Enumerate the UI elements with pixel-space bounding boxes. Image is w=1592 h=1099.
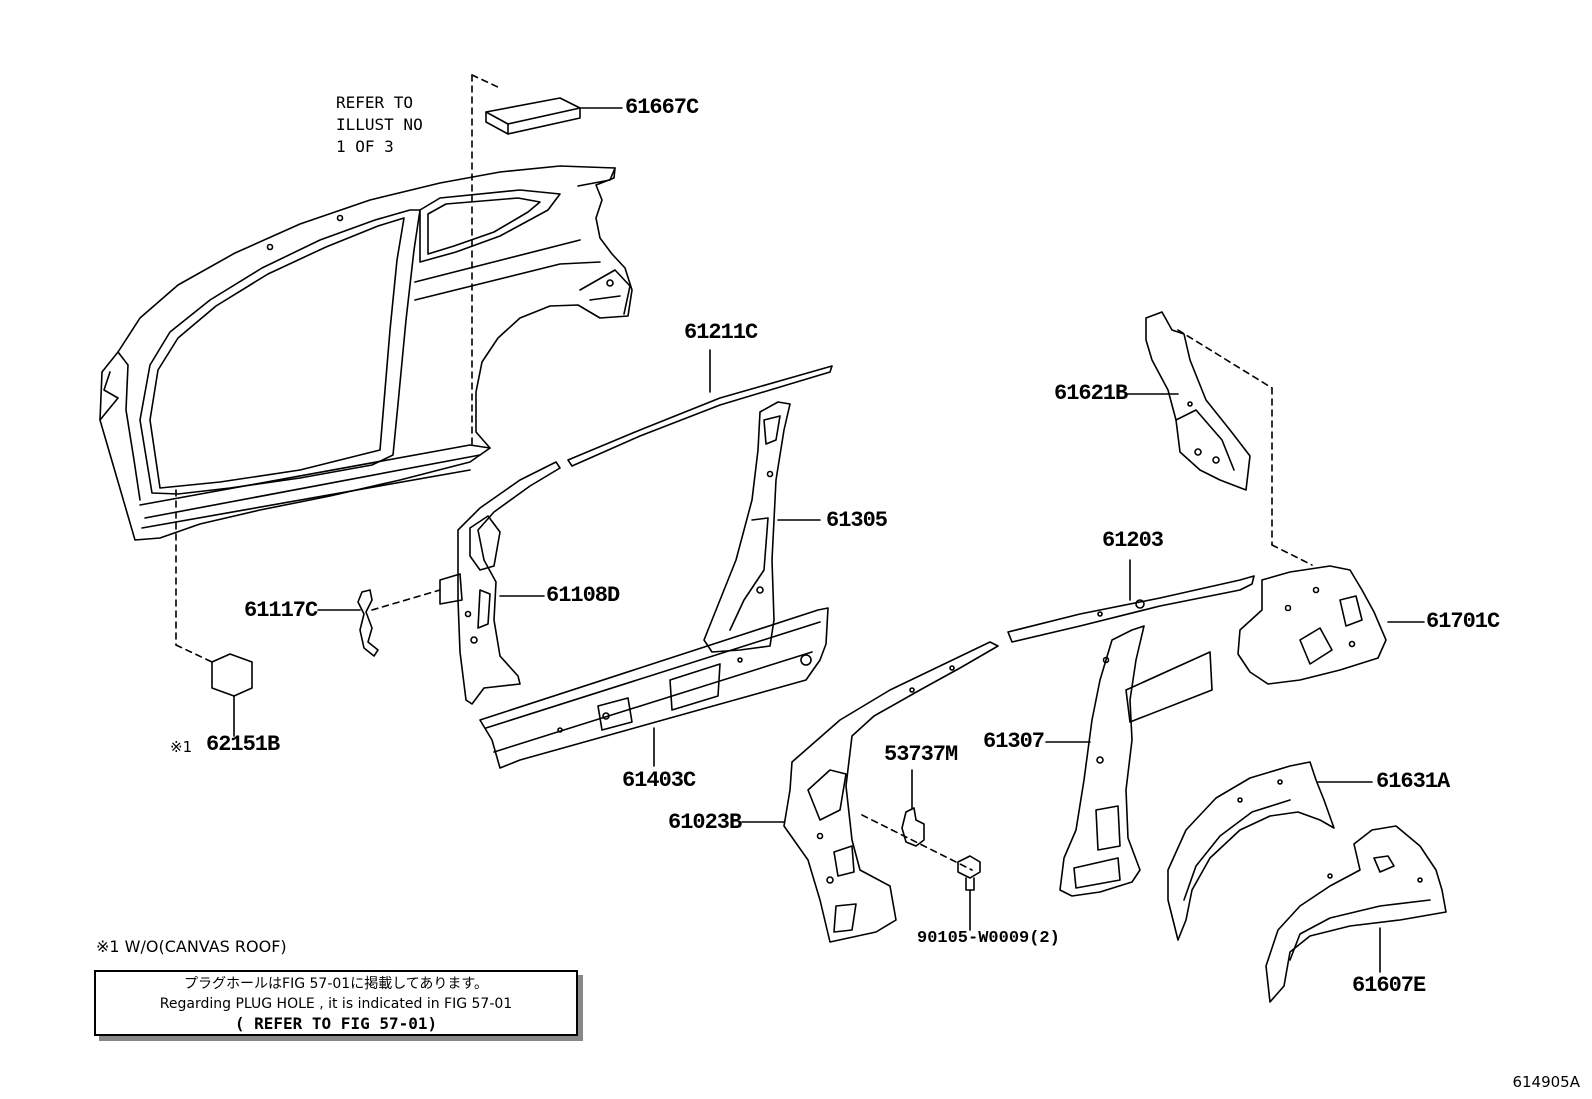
part-61631A-wheelhouse — [1167, 761, 1373, 941]
part-53737M-bracket — [901, 769, 925, 847]
part-61607E-wheelhouse-inner — [1265, 825, 1447, 1003]
figure-number: 614905A — [1512, 1073, 1580, 1091]
part-61667C-pad — [485, 97, 623, 135]
part-label-61667C: 61667C — [625, 95, 699, 120]
part-61211C-roof-rail — [567, 349, 833, 467]
part-61621B-bracket — [1125, 311, 1251, 491]
plug-hole-note-box: プラグホールはFIG 57-01に掲載してあります。 Regarding PLU… — [94, 970, 578, 1036]
part-label-61631A: 61631A — [1376, 769, 1450, 794]
part-label-53737M: 53737M — [884, 742, 958, 767]
note-line-japanese: プラグホールはFIG 57-01に掲載してあります。 — [184, 976, 488, 992]
part-label-61203: 61203 — [1102, 528, 1164, 553]
part-label-61621B: 61621B — [1054, 381, 1128, 406]
note-line-english: Regarding PLUG HOLE , it is indicated in… — [159, 996, 513, 1012]
part-label-90105-W0009: 90105-W0009(2) — [917, 929, 1060, 948]
canvas-roof-footnote: ※1 W/O(CANVAS ROOF) — [96, 937, 287, 956]
dashed-leader-lines — [175, 74, 1313, 871]
part-61701C-rear-panel — [1237, 565, 1425, 685]
part-61117C-bracket — [317, 589, 379, 657]
note-line-refer: ( REFER TO FIG 57-01) — [234, 1014, 438, 1033]
part-label-61307: 61307 — [983, 729, 1045, 754]
part-label-61607E: 61607E — [1352, 973, 1426, 998]
part-61307-pillar-inner — [1045, 625, 1213, 897]
part-label-61117C: 61117C — [244, 598, 318, 623]
part-label-61108D: 61108D — [546, 583, 620, 608]
part-90105-bolt — [957, 855, 981, 931]
part-label-61701C: 61701C — [1426, 609, 1500, 634]
part-61108D-front-pillar — [439, 461, 561, 705]
part-61023B-pillar-lower — [741, 641, 999, 943]
note-mark-1: ※1 — [170, 738, 193, 756]
part-label-61403C: 61403C — [622, 768, 696, 793]
part-label-61023B: 61023B — [668, 810, 742, 835]
part-61203-rear-rail — [1007, 559, 1255, 643]
refer-illust-note: REFER TO ILLUST NO 1 OF 3 — [336, 93, 423, 156]
part-62151B-pad — [211, 653, 253, 737]
part-label-61211C: 61211C — [684, 320, 758, 345]
part-label-62151B: 62151B — [206, 732, 280, 757]
part-label-61305: 61305 — [826, 508, 888, 533]
part-61305-center-pillar — [703, 401, 821, 653]
part-61403C-rocker — [479, 607, 829, 769]
side-outer-panel — [99, 165, 633, 541]
